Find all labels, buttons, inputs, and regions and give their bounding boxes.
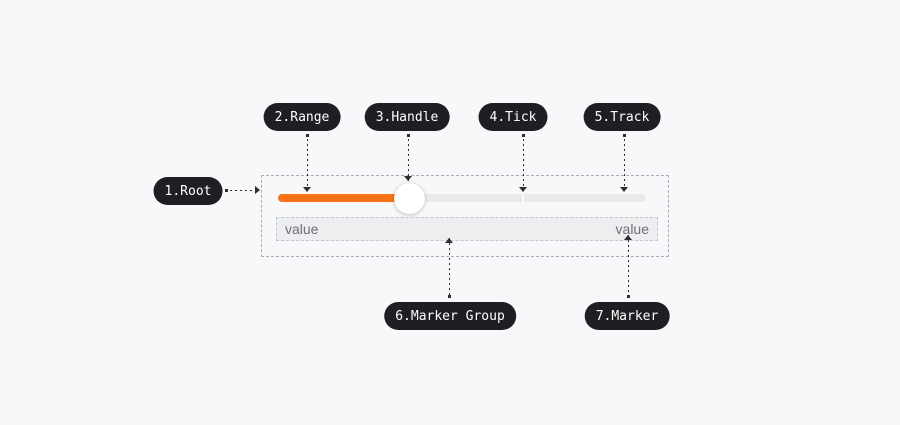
connector-root <box>225 186 260 195</box>
arrowhead-up-icon <box>624 235 632 240</box>
label-marker-group: 6.Marker Group <box>384 302 516 330</box>
connector-marker <box>624 235 633 298</box>
connector-dot <box>622 134 626 137</box>
dashed-line <box>225 189 260 191</box>
label-range-text: 2.Range <box>274 109 330 125</box>
connector-dot <box>305 134 309 137</box>
dashed-line <box>627 235 629 298</box>
connector-dot <box>447 295 451 298</box>
connector-dot <box>521 134 525 137</box>
arrowhead-down-icon <box>303 187 311 192</box>
connector-dot <box>225 188 228 192</box>
connector-tick <box>519 134 528 192</box>
connector-range <box>303 134 312 192</box>
marker-value-right: value <box>615 221 649 237</box>
slider-tick <box>522 194 524 202</box>
label-handle-text: 3.Handle <box>375 109 439 125</box>
connector-track <box>620 134 629 192</box>
slider-range <box>278 194 409 202</box>
label-tick: 4.Tick <box>478 103 548 131</box>
connector-dot <box>626 295 630 298</box>
dashed-line <box>522 134 524 192</box>
marker-value-left: value <box>285 221 319 237</box>
label-marker: 7.Marker <box>584 302 670 330</box>
label-handle: 3.Handle <box>364 103 450 131</box>
dashed-line <box>448 238 450 298</box>
label-range: 2.Range <box>263 103 341 131</box>
label-marker-group-text: 6.Marker Group <box>395 308 505 324</box>
connector-handle <box>404 134 413 181</box>
slider-track[interactable] <box>278 194 646 202</box>
arrowhead-right-icon <box>255 186 260 194</box>
label-root-text: 1.Root <box>164 183 212 199</box>
dashed-line <box>623 134 625 192</box>
label-marker-text: 7.Marker <box>595 308 659 324</box>
label-track-text: 5.Track <box>594 109 650 125</box>
slider-handle[interactable] <box>394 183 425 214</box>
arrowhead-down-icon <box>620 187 628 192</box>
slider-marker-group: value value <box>276 217 658 241</box>
dashed-line <box>306 134 308 192</box>
connector-marker-group <box>445 238 454 298</box>
arrowhead-down-icon <box>404 176 412 181</box>
slider-root-outline <box>261 175 669 257</box>
connector-dot <box>406 134 410 137</box>
label-tick-text: 4.Tick <box>489 109 537 125</box>
dashed-line <box>407 134 409 181</box>
label-root: 1.Root <box>153 177 223 205</box>
arrowhead-up-icon <box>445 238 453 243</box>
arrowhead-down-icon <box>519 187 527 192</box>
label-track: 5.Track <box>583 103 661 131</box>
